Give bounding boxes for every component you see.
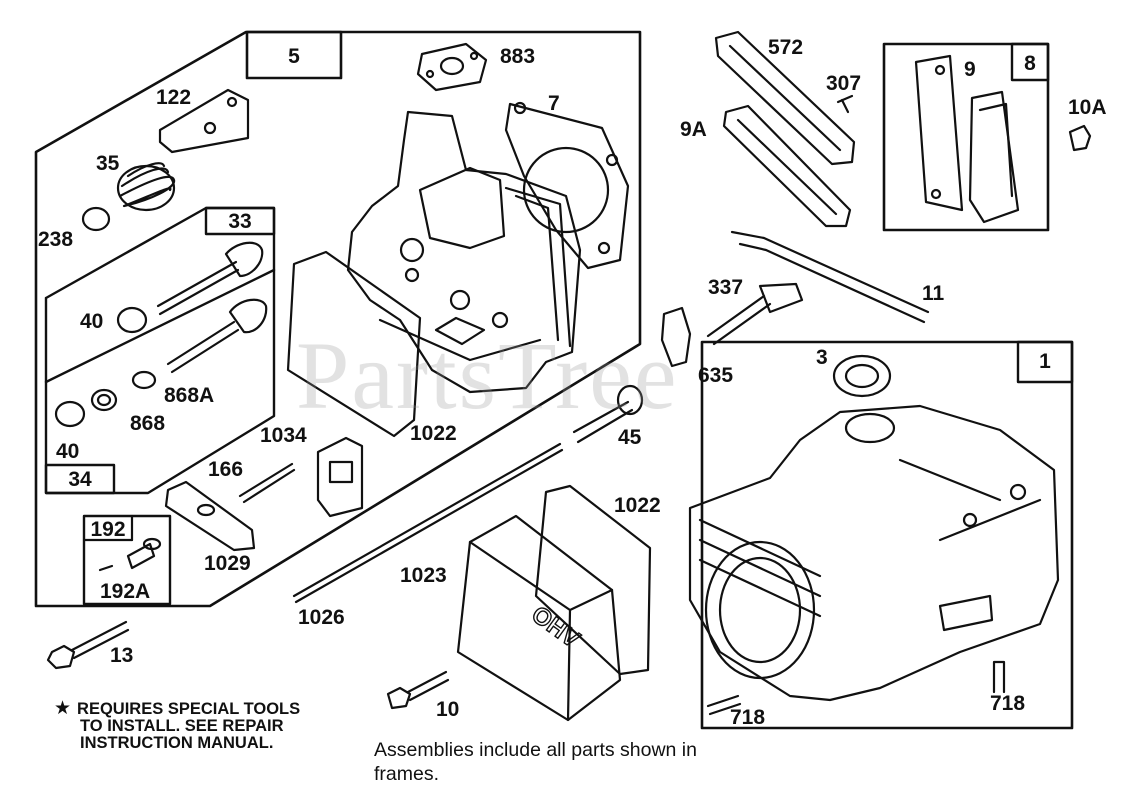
special-tools-note: ★ REQUIRES SPECIAL TOOLS TO INSTALL. SEE …: [54, 698, 301, 752]
assemblies-footnote: Assemblies include all parts shown in fr…: [374, 738, 697, 786]
label-45: 45: [618, 426, 642, 449]
head-gasket-7: [504, 101, 630, 270]
label-868a: 868A: [164, 384, 214, 407]
tube-11: [730, 230, 930, 324]
frame-tag-33: 33: [228, 210, 251, 233]
seal-40b: [54, 400, 86, 428]
partstree-watermark: PartsTree: [296, 322, 679, 429]
label-1023: 1023: [400, 564, 447, 587]
label-9: 9: [964, 58, 976, 81]
label-337: 337: [708, 276, 743, 299]
washer-868a: [131, 370, 157, 390]
ohv-embossed-text: OHV: [526, 601, 584, 653]
cover-8: [968, 90, 1020, 224]
label-40-bottom: 40: [56, 440, 79, 463]
label-13: 13: [110, 644, 133, 667]
gasket-883: [416, 42, 488, 92]
note-line-2: TO INSTALL. SEE REPAIR: [80, 717, 284, 735]
label-868: 868: [130, 412, 165, 435]
label-238: 238: [38, 228, 73, 251]
note-line-1: REQUIRES SPECIAL TOOLS: [77, 700, 301, 718]
pin-718-left: [706, 694, 742, 716]
oil-seal-3: [832, 354, 892, 398]
label-1022-right: 1022: [614, 494, 661, 517]
label-40-top: 40: [80, 310, 103, 333]
label-718-left: 718: [730, 706, 765, 729]
bolt-13: [46, 620, 130, 670]
stud-166: [238, 462, 296, 504]
valve-34: [166, 298, 268, 374]
frame-5-tag-box: [245, 30, 343, 80]
frame-divider: [44, 268, 276, 384]
label-3: 3: [816, 346, 828, 369]
retainer-868: [90, 388, 118, 412]
footnote-line-2: frames.: [374, 763, 440, 785]
label-192a: 192A: [100, 580, 150, 603]
label-635: 635: [698, 364, 733, 387]
spark-plug-337: [706, 282, 804, 346]
label-9a: 9A: [680, 118, 707, 141]
label-307: 307: [826, 72, 861, 95]
frame-tag-5: 5: [288, 45, 300, 68]
gasket-1022-left: [286, 250, 422, 438]
cylinder-head: [346, 110, 582, 394]
plate-1034: [316, 436, 364, 518]
frame-192-outline: [82, 514, 172, 606]
label-11: 11: [922, 282, 945, 305]
spring-35: [116, 162, 176, 212]
bracket-122: [158, 88, 250, 154]
valve-cover-1023: [456, 514, 622, 722]
label-166: 166: [208, 458, 243, 481]
frame-tag-192: 192: [90, 518, 125, 541]
pin-718-right: [992, 660, 1006, 694]
frame-8-outline: [882, 42, 1050, 232]
gasket-9: [914, 54, 964, 212]
crankcase-1: [688, 404, 1060, 702]
bolt-307: [836, 94, 854, 114]
label-10a: 10A: [1068, 96, 1107, 119]
pin-192a: [98, 564, 114, 572]
label-1034: 1034: [260, 424, 307, 447]
frame-tag-8: 8: [1024, 52, 1036, 75]
label-35: 35: [96, 152, 120, 175]
label-572: 572: [768, 36, 803, 59]
label-1029: 1029: [204, 552, 251, 575]
seal-40: [116, 306, 148, 334]
star-icon: ★: [54, 698, 72, 719]
valve-33: [156, 241, 264, 316]
frame-1-tag-box: [1016, 340, 1074, 384]
rocker-1029: [164, 480, 256, 552]
frame-tag-34: 34: [68, 468, 92, 491]
label-1026: 1026: [298, 606, 345, 629]
label-122: 122: [156, 86, 191, 109]
frame-34-tag-box: [44, 463, 116, 495]
frame-8-tag-box: [1010, 42, 1050, 82]
label-718-right: 718: [990, 692, 1025, 715]
label-10: 10: [436, 698, 459, 721]
gasket-9a: [722, 104, 852, 228]
frame-tag-1: 1: [1039, 350, 1051, 373]
frame-33-tag-box: [204, 206, 276, 236]
cap-238: [81, 206, 111, 232]
frame-5-outline: [34, 30, 642, 608]
label-7: 7: [548, 92, 560, 115]
push-rod-1026: [292, 442, 564, 604]
frame-33-34-outline: [44, 206, 276, 495]
footnote-line-1: Assemblies include all parts shown in: [374, 739, 697, 761]
fitting-192: [126, 537, 162, 570]
bolt-10a: [1068, 124, 1092, 152]
note-line-3: INSTRUCTION MANUAL.: [80, 734, 274, 752]
bolt-10: [386, 670, 450, 710]
frame-1-outline: [700, 340, 1074, 730]
gasket-572: [714, 30, 856, 166]
boot-635: [660, 306, 692, 368]
gasket-1022-right: [534, 484, 652, 676]
tappet-45: [572, 384, 644, 444]
label-883: 883: [500, 45, 535, 68]
label-1022-left: 1022: [410, 422, 457, 445]
